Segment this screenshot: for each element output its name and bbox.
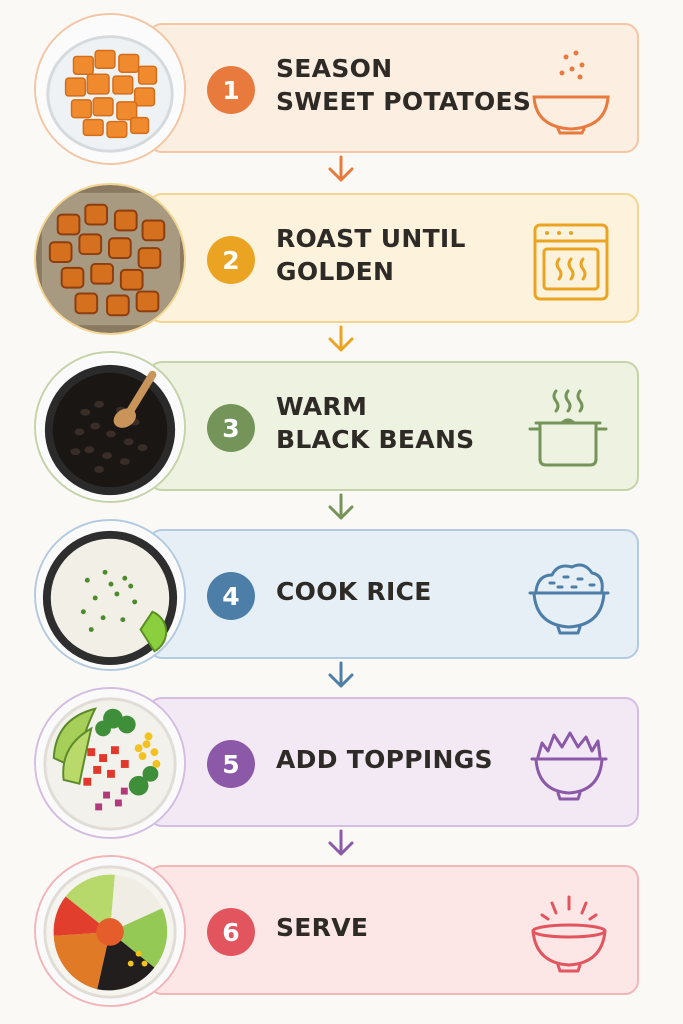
step-5: 5 ADD TOPPINGS (0, 684, 683, 839)
step-title: COOK RICE (276, 516, 516, 666)
arrow-down-icon (328, 829, 354, 856)
step-title-line1: COOK RICE (276, 576, 432, 606)
step-title-line1: ROAST UNTIL (276, 224, 466, 253)
step-number-badge: 4 (207, 572, 255, 620)
step-2: 2 ROAST UNTIL GOLDEN (0, 180, 683, 335)
raw-sweet-potato-cubes-photo (34, 13, 186, 165)
step-title-line1: SEASON (276, 54, 393, 83)
step-title: SEASON SWEET POTATOES (276, 10, 532, 160)
step-title-line2: GOLDEN (276, 257, 395, 286)
steaming-pot-icon (528, 389, 608, 467)
salad-bowl-icon (530, 731, 608, 801)
serving-bowl-icon (531, 895, 607, 973)
step-4: 4 COOK RICE (0, 516, 683, 671)
arrow-down-icon (328, 155, 354, 182)
step-title-line2: SWEET POTATOES (276, 87, 532, 116)
step-title-line1: SERVE (276, 912, 369, 942)
step-title: ROAST UNTIL GOLDEN (276, 180, 516, 330)
step-title-line2: BLACK BEANS (276, 425, 475, 454)
step-title: SERVE (276, 852, 516, 1002)
bowl-sprinkle-icon (532, 50, 610, 135)
step-number-badge: 3 (207, 404, 255, 452)
cilantro-rice-photo (34, 519, 186, 671)
step-3: 3 WARM BLACK BEANS (0, 348, 683, 503)
arrow-down-icon (328, 493, 354, 520)
arrow-down-icon (328, 325, 354, 352)
step-title-line1: WARM (276, 392, 368, 421)
toppings-bowl-photo (34, 687, 186, 839)
step-1: 1 SEASON SWEET POTATOES (0, 10, 683, 165)
step-number-badge: 5 (207, 740, 255, 788)
step-title: WARM BLACK BEANS (276, 348, 516, 498)
burrito-bowl-photo (34, 855, 186, 1007)
step-title-line1: ADD TOPPINGS (276, 744, 493, 774)
black-beans-pot-photo (34, 351, 186, 503)
step-number-badge: 2 (207, 236, 255, 284)
roasted-sweet-potatoes-photo (34, 183, 186, 335)
step-number-badge: 6 (207, 908, 255, 956)
step-number-badge: 1 (207, 66, 255, 114)
rice-bowl-icon (528, 563, 610, 635)
step-6: 6 SERVE (0, 852, 683, 1007)
arrow-down-icon (328, 661, 354, 688)
step-title: ADD TOPPINGS (276, 684, 516, 834)
oven-icon (533, 223, 609, 301)
